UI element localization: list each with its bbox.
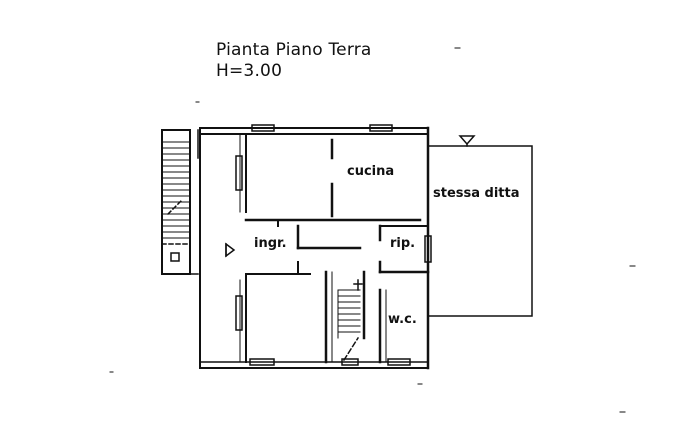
entrance-markers: [225, 135, 476, 258]
storage-walls: [378, 224, 430, 274]
room-label-kitchen: cucina: [347, 164, 395, 179]
kitchen-walls: [239, 133, 422, 227]
plan-title: Pianta Piano Terra: [216, 40, 372, 60]
plan-height: H=3.00: [216, 61, 283, 81]
corridor-walls: [239, 224, 362, 363]
room-label-adjacent: stessa ditta: [433, 186, 520, 201]
scan-specks: [109, 47, 636, 413]
room-label-entrance: ingr.: [254, 236, 287, 251]
windows: [235, 124, 432, 366]
room-label-bathroom: w.c.: [388, 312, 417, 327]
bathroom-walls: [378, 288, 387, 364]
room-label-storage: rip.: [390, 236, 416, 251]
external-staircase: [161, 129, 199, 275]
adjacent-property-outline: [427, 145, 533, 317]
inner-staircase: [324, 270, 366, 364]
